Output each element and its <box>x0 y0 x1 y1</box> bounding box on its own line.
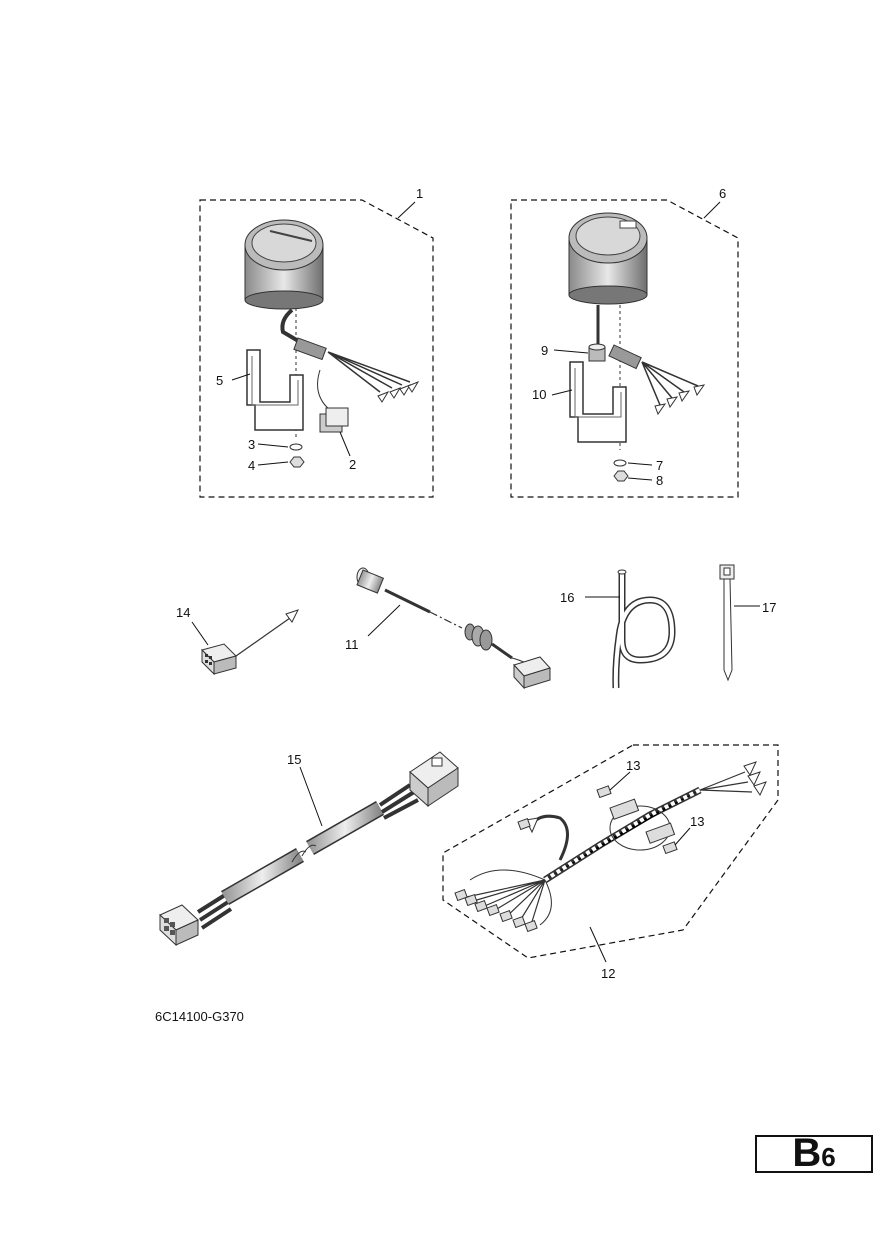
callout-11: 11 <box>345 637 359 652</box>
callout-6: 6 <box>719 186 726 201</box>
callout-17: 17 <box>762 600 776 615</box>
callout-13b: 13 <box>690 814 704 829</box>
badge-letter: B <box>792 1131 822 1175</box>
tube-16 <box>585 569 676 689</box>
callout-13a: 13 <box>626 758 640 773</box>
callout-1: 1 <box>416 186 423 201</box>
connector-14 <box>191 609 299 676</box>
callout-3: 3 <box>248 437 255 452</box>
cable-11 <box>356 567 551 690</box>
harness-15 <box>159 751 459 947</box>
callout-5: 5 <box>216 373 223 388</box>
callout-7: 7 <box>656 458 663 473</box>
callout-12: 12 <box>601 966 615 981</box>
callout-2: 2 <box>349 457 356 472</box>
callout-14: 14 <box>176 605 190 620</box>
badge-number: 6 <box>821 1142 836 1172</box>
cable-tie-17 <box>719 564 760 682</box>
callout-10: 10 <box>532 387 546 402</box>
callout-4: 4 <box>248 458 255 473</box>
gauge-kit-6 <box>510 199 739 498</box>
callout-15: 15 <box>287 752 301 767</box>
callout-8: 8 <box>656 473 663 488</box>
section-badge: B 6 <box>755 1131 873 1175</box>
callout-16: 16 <box>560 590 574 605</box>
callout-9: 9 <box>541 343 548 358</box>
diagram-code: 6C14100-G370 <box>155 1009 244 1024</box>
gauge-kit-1 <box>199 199 434 498</box>
wire-kit-12 <box>442 744 779 963</box>
